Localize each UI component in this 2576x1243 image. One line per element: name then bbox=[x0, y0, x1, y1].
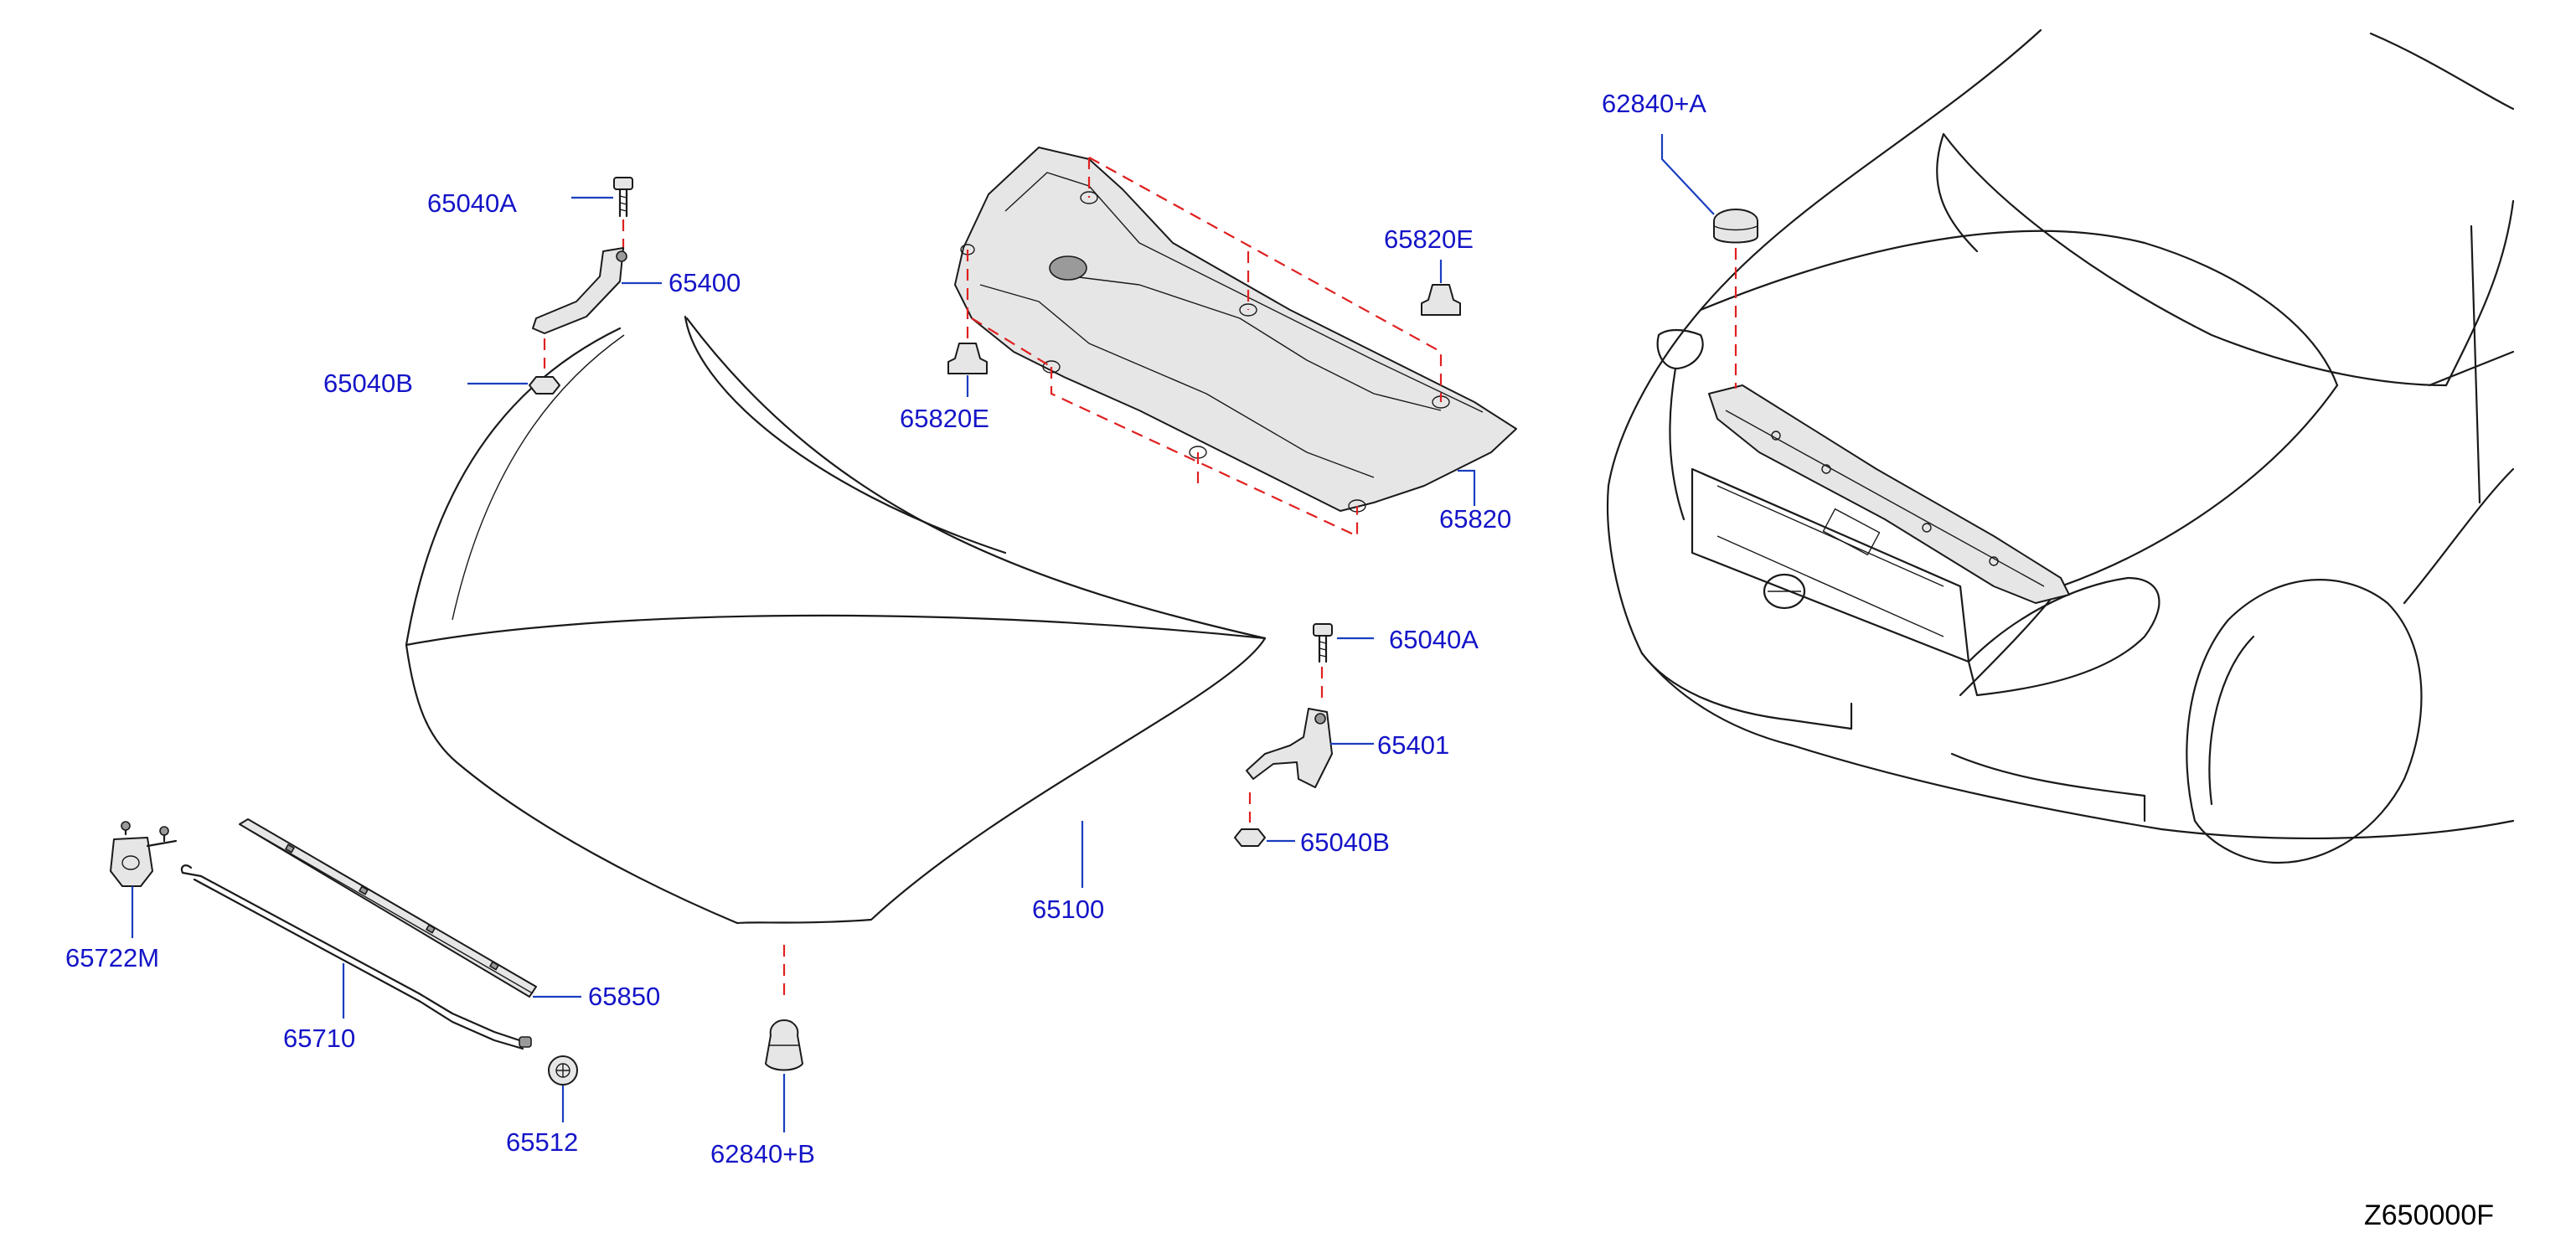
label-65820: 65820 bbox=[1439, 504, 1511, 534]
nut-65040b-right[interactable] bbox=[1234, 828, 1266, 847]
label-65820e-right: 65820E bbox=[1384, 224, 1474, 254]
guide-insulator-bottom bbox=[966, 250, 1359, 538]
label-65512: 65512 bbox=[506, 1127, 578, 1157]
label-62840a: 62840+A bbox=[1602, 89, 1706, 118]
label-65040a-top: 65040A bbox=[427, 188, 517, 218]
hinge-65400[interactable] bbox=[532, 247, 627, 334]
label-65850: 65850 bbox=[588, 982, 660, 1011]
label-65040a-right: 65040A bbox=[1389, 625, 1479, 654]
label-65722m: 65722M bbox=[65, 943, 159, 972]
guide-insulator-top bbox=[1087, 157, 1443, 402]
hood-panel[interactable] bbox=[405, 315, 1267, 925]
bolt-65040a-top[interactable] bbox=[613, 177, 633, 218]
clip-65820e-left[interactable] bbox=[947, 343, 988, 374]
hood-lock-65722m[interactable] bbox=[110, 821, 178, 887]
diagram-reference-id: Z650000F bbox=[2364, 1199, 2494, 1231]
hood-seal-65850[interactable] bbox=[239, 818, 537, 998]
label-65401: 65401 bbox=[1377, 730, 1449, 760]
guide-insulator-left bbox=[971, 317, 1052, 368]
grommet-65512[interactable] bbox=[548, 1055, 578, 1086]
leader-lines bbox=[131, 134, 1715, 1132]
bolt-65040a-right[interactable] bbox=[1313, 623, 1333, 663]
nut-65040b-top[interactable] bbox=[529, 376, 560, 395]
label-65820e-left: 65820E bbox=[900, 404, 989, 433]
clip-65820e-right[interactable] bbox=[1421, 284, 1461, 316]
hinge-65401[interactable] bbox=[1246, 708, 1333, 788]
release-cable-65710[interactable] bbox=[180, 864, 532, 1050]
label-65040b-top: 65040B bbox=[323, 369, 413, 398]
label-65040b-right: 65040B bbox=[1300, 828, 1390, 857]
label-62840b: 62840+B bbox=[710, 1139, 815, 1168]
radiator-core-support[interactable] bbox=[1708, 384, 2070, 604]
bumper-62840a[interactable] bbox=[1713, 209, 1758, 244]
label-65710: 65710 bbox=[283, 1024, 355, 1053]
vehicle-front-outline bbox=[1606, 28, 2515, 864]
hood-insulator[interactable] bbox=[954, 147, 1517, 513]
label-65400: 65400 bbox=[669, 268, 741, 297]
label-65100: 65100 bbox=[1032, 895, 1104, 924]
bumper-62840b[interactable] bbox=[765, 1019, 803, 1071]
